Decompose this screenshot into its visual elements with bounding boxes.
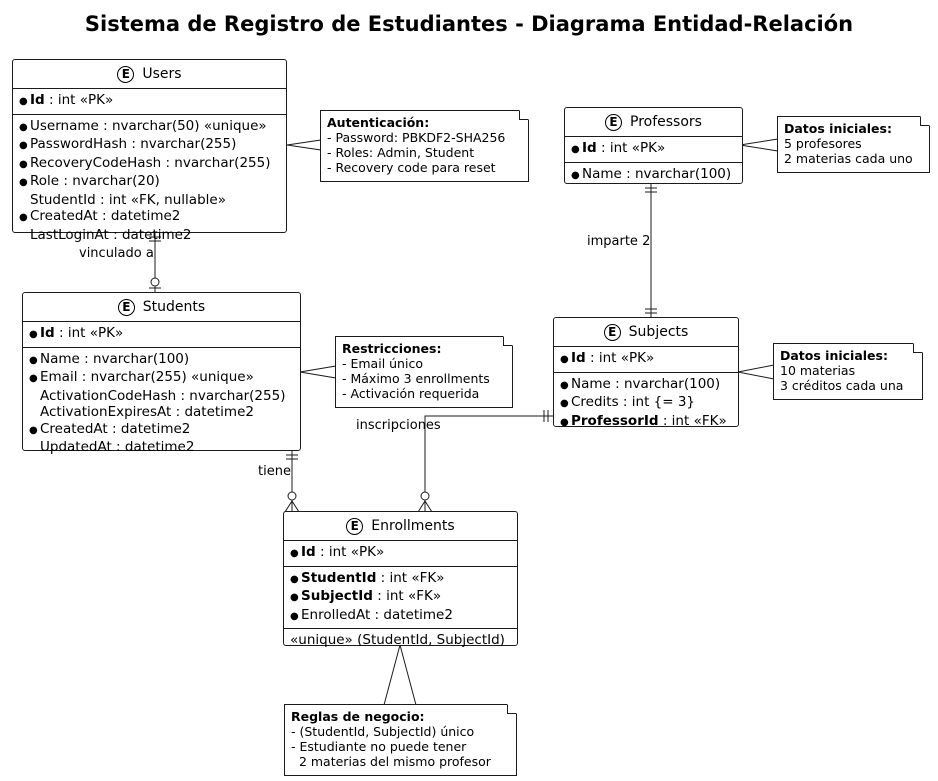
attribute: ●Email : nvarchar(255) «unique» [29,369,254,385]
attribute: LastLoginAt : datetime2 [30,226,192,243]
attributes-section: ●Username : nvarchar(50) «unique» ●Passw… [13,115,286,247]
entity-users[interactable]: E Users ●Id : int «PK» ●Username : nvarc… [12,59,287,243]
entity-header: E Professors [565,108,742,137]
entity-name: Subjects [628,323,689,340]
entity-badge-icon: E [605,113,623,131]
pk-section: ●Id : int «PK» [565,137,742,163]
entity-name: Professors [630,113,702,130]
note-subjects-data: Datos iniciales: 10 materias 3 créditos … [773,343,923,400]
attribute: ●Id : int «PK» [571,140,666,156]
pk-section: ●Id : int «PK» [554,347,738,373]
attribute: ●PasswordHash : nvarchar(255) [19,136,237,152]
entity-badge-icon: E [117,65,135,83]
attributes-section: ●Name : nvarchar(100) ●Email : nvarchar(… [23,348,300,459]
attributes-section: ●StudentId : int «FK» ●SubjectId : int «… [284,567,517,629]
attribute: ActivationCodeHash : nvarchar(255) [40,387,286,404]
constraint: «unique» (StudentId, SubjectId) [290,632,505,648]
attribute: ●CreatedAt : datetime2 [29,420,191,437]
relation-label-professors-subjects: imparte 2 [587,234,651,249]
attributes-section: ●Name : nvarchar(100) ●Credits : int {= … [554,373,738,435]
entity-header: E Users [13,60,286,89]
attribute: ●Credits : int {= 3} [560,394,696,410]
subjects-enrollments-line [424,415,553,512]
entity-header: E Subjects [554,318,738,347]
attribute: ●Id : int «PK» [19,92,114,108]
relation-label-users-students: vinculado a [79,246,154,261]
attribute: ●EnrolledAt : datetime2 [290,606,453,623]
attribute: ●Username : nvarchar(50) «unique» [19,117,267,134]
entity-students[interactable]: E Students ●Id : int «PK» ●Name : nvarch… [22,292,301,455]
note-business-rules: Reglas de negocio: - (StudentId, Subject… [284,704,517,776]
attribute: ●Id : int «PK» [560,350,655,366]
diagram-title: Sistema de Registro de Estudiantes - Dia… [84,12,854,36]
attribute: ●SubjectId : int «FK» [290,588,442,604]
attribute: ●CreatedAt : datetime2 [19,208,181,224]
attribute: ●Name : nvarchar(100) [29,350,190,367]
attribute: UpdatedAt : datetime2 [40,439,195,455]
note-student-restrictions: Restricciones: - Email único - Máximo 3 … [335,336,513,408]
entity-badge-icon: E [603,323,621,341]
entity-professors[interactable]: E Professors ●Id : int «PK» ●Name : nvar… [564,107,743,184]
constraints-section: «unique» (StudentId, SubjectId) [284,629,517,652]
relation-label-subjects-enrollments: inscripciones [356,418,441,433]
pk-section: ●Id : int «PK» [23,322,300,348]
pk-section: ●Id : int «PK» [284,541,517,567]
attribute: ActivationExpiresAt : datetime2 [40,404,254,420]
attribute: ●Name : nvarchar(100) [571,165,732,182]
entity-badge-icon: E [346,517,364,535]
attribute: ●Id : int «PK» [29,325,124,341]
entity-enrollments[interactable]: E Enrollments ●Id : int «PK» ●StudentId … [283,511,518,648]
attribute: ●ProfessorId : int «FK» [560,412,727,429]
attribute: ●StudentId : int «FK» [290,569,445,586]
note-authentication: Autenticación: - Password: PBKDF2-SHA256… [320,110,529,182]
attribute: ●Id : int «PK» [290,544,385,560]
attribute: ●Role : nvarchar(20) [19,173,160,189]
entity-subjects[interactable]: E Subjects ●Id : int «PK» ●Name : nvarch… [553,317,739,429]
entity-name: Enrollments [371,517,455,534]
relation-label-students-enrollments: tiene [258,464,291,479]
entity-header: E Enrollments [284,512,517,541]
pk-section: ●Id : int «PK» [13,89,286,115]
entity-name: Students [142,298,206,315]
attributes-section: ●Name : nvarchar(100) [565,163,742,188]
attribute: ●Name : nvarchar(100) [560,375,721,392]
note-professors-data: Datos iniciales: 5 profesores 2 materias… [777,116,930,173]
entity-header: E Students [23,293,300,322]
entity-name: Users [142,65,182,82]
attribute: ●RecoveryCodeHash : nvarchar(255) [19,154,271,171]
attribute: StudentId : int «FK, nullable» [30,191,226,208]
entity-badge-icon: E [117,298,135,316]
